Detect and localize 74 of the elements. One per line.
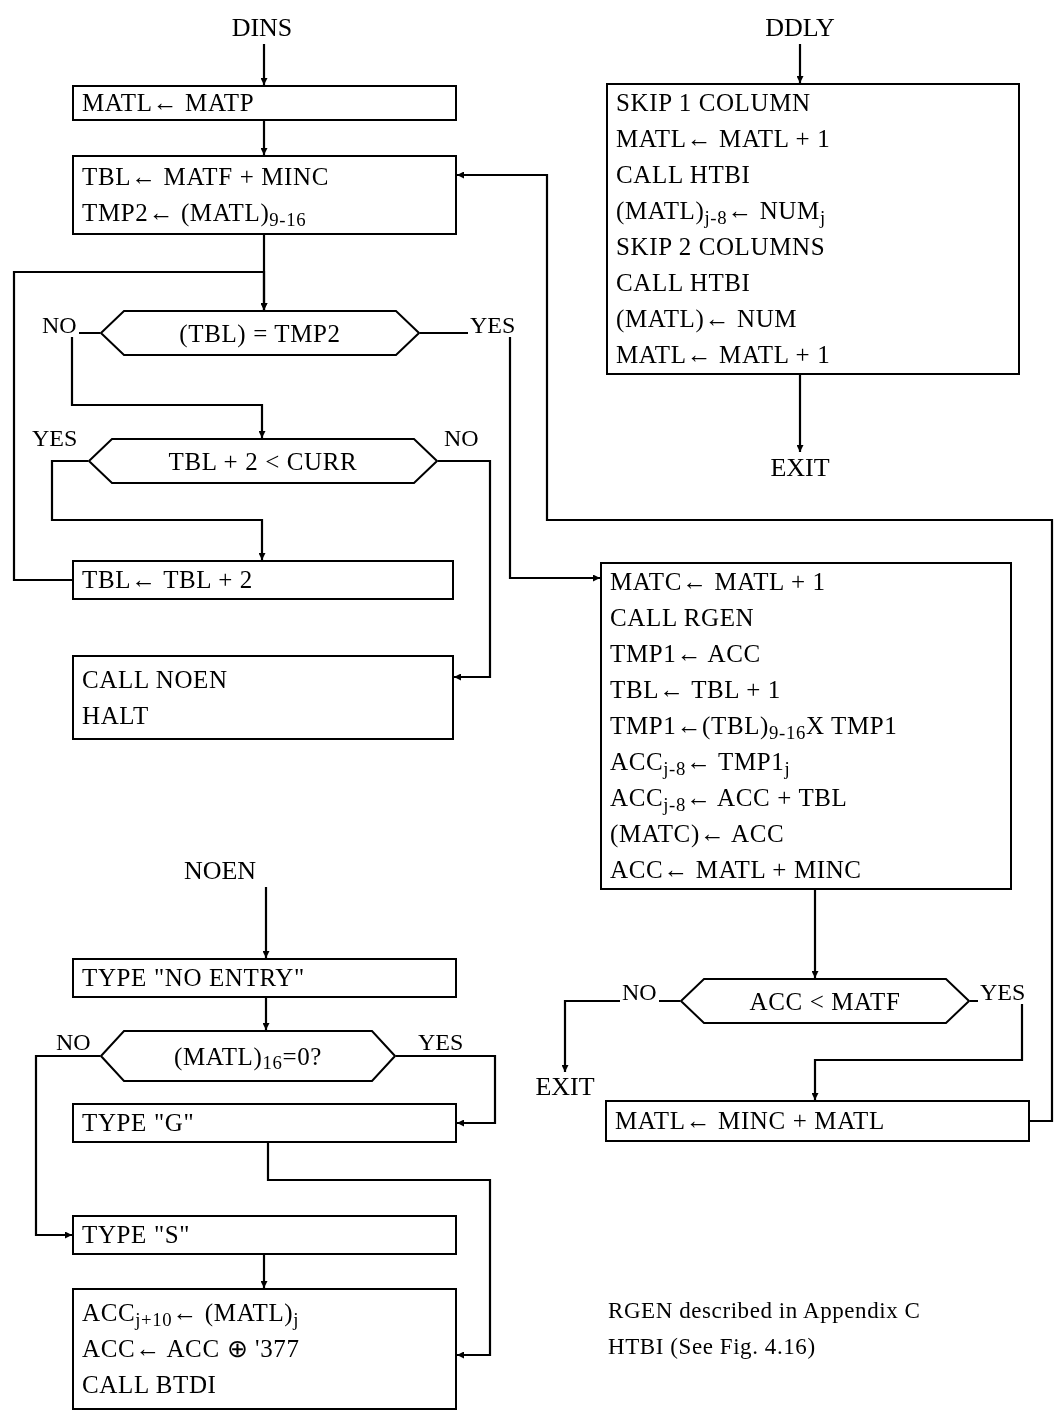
process-box — [605, 1100, 1030, 1142]
process-box — [72, 1215, 457, 1255]
flow-arrow — [796, 44, 804, 83]
statement-text: TMP1← ACC — [610, 639, 762, 669]
process-box — [72, 85, 457, 121]
flow-arrow — [396, 1054, 497, 1127]
statement-text: MATL← MINC + MATL — [615, 1106, 886, 1136]
decision-hexagon — [100, 310, 420, 356]
statement-text: TYPE "S" — [82, 1220, 192, 1250]
statement-text: TYPE "G" — [82, 1108, 196, 1138]
process-box — [606, 83, 1020, 375]
statement-text: CALL BTDI — [82, 1370, 218, 1400]
flow-arrow — [438, 459, 492, 681]
statement-text: TMP1←(TBL)$_{9-16}$X TMP1 — [610, 711, 899, 742]
statement-text: TYPE "NO ENTRY" — [82, 963, 306, 993]
process-box — [72, 655, 454, 740]
flow-arrow — [420, 331, 600, 582]
statement-text: CALL RGEN — [610, 603, 756, 633]
statement-text: MATC← MATL + 1 — [610, 567, 827, 597]
statement-text: CALL HTBI — [616, 268, 752, 298]
note-text: RGEN described in Appendix C — [608, 1297, 921, 1325]
statement-text: (MATL)$_{j-8}$← NUM$_{j}$ — [616, 196, 827, 227]
statement-text: MATL← MATL + 1 — [616, 340, 832, 370]
terminal-label: DDLY — [750, 12, 850, 44]
flow-arrow — [34, 1054, 100, 1239]
statement-text: HALT — [82, 700, 150, 731]
flow-arrow — [262, 887, 270, 958]
statement-text: TMP2← (MATL)$_{9-16}$ — [82, 198, 308, 229]
process-box — [72, 1103, 457, 1143]
decision-hexagon — [100, 1030, 396, 1082]
process-box — [72, 958, 457, 998]
process-box — [600, 562, 1012, 890]
statement-text: (MATC)← ACC — [610, 819, 786, 850]
statement-text: (MATL)← NUM — [616, 304, 799, 335]
statement-text: ACC$_{j-8}$← ACC + TBL — [610, 783, 849, 814]
flow-arrow — [262, 998, 270, 1030]
process-box — [72, 155, 457, 235]
flow-arrow — [260, 1255, 268, 1288]
statement-text: CALL HTBI — [616, 160, 752, 190]
flow-arrow — [12, 270, 268, 582]
statement-text: SKIP 1 COLUMN — [616, 88, 812, 118]
terminal-label: EXIT — [750, 452, 850, 484]
terminal-label: DINS — [215, 12, 309, 44]
flow-arrow — [260, 121, 268, 155]
flow-arrow — [796, 375, 804, 452]
condition-text: (MATL)$_{16}$=0? — [173, 1043, 322, 1069]
process-box — [72, 560, 454, 600]
condition-text: ACC < MATF — [749, 988, 901, 1014]
flow-arrow — [50, 459, 266, 560]
statement-text: SKIP 2 COLUMNS — [616, 232, 827, 262]
flow-arrow — [811, 890, 819, 978]
flow-arrow — [260, 44, 268, 85]
flow-arrow — [266, 1143, 492, 1359]
statement-text: ACC← ACC ⊕ '377 — [82, 1334, 301, 1364]
terminal-label: NOEN — [170, 855, 270, 887]
note-text: HTBI (See Fig. 4.16) — [608, 1333, 817, 1361]
decision-hexagon — [680, 978, 970, 1024]
statement-text: TBL← TBL + 2 — [82, 565, 254, 595]
process-box — [72, 1288, 457, 1410]
statement-text: TBL← MATF + MINC — [82, 162, 331, 192]
statement-text: TBL← TBL + 1 — [610, 675, 782, 705]
statement-text: CALL NOEN — [82, 664, 229, 695]
terminal-label: EXIT — [520, 1072, 610, 1102]
statement-text: MATL← MATP — [82, 88, 256, 118]
condition-text: (TBL) = TMP2 — [179, 320, 341, 346]
flow-arrow — [457, 171, 1054, 1123]
flow-arrow — [70, 331, 266, 438]
statement-text: ACC← MATL + MINC — [610, 855, 863, 885]
statement-text: ACC$_{j-8}$← TMP1$_{j}$ — [610, 747, 792, 778]
statement-text: ACC$_{j+10}$← (MATL)$_{j}$ — [82, 1298, 301, 1329]
condition-text: TBL + 2 < CURR — [168, 448, 358, 474]
decision-hexagon — [88, 438, 438, 484]
flow-arrow — [811, 999, 1024, 1100]
statement-text: MATL← MATL + 1 — [616, 124, 832, 154]
